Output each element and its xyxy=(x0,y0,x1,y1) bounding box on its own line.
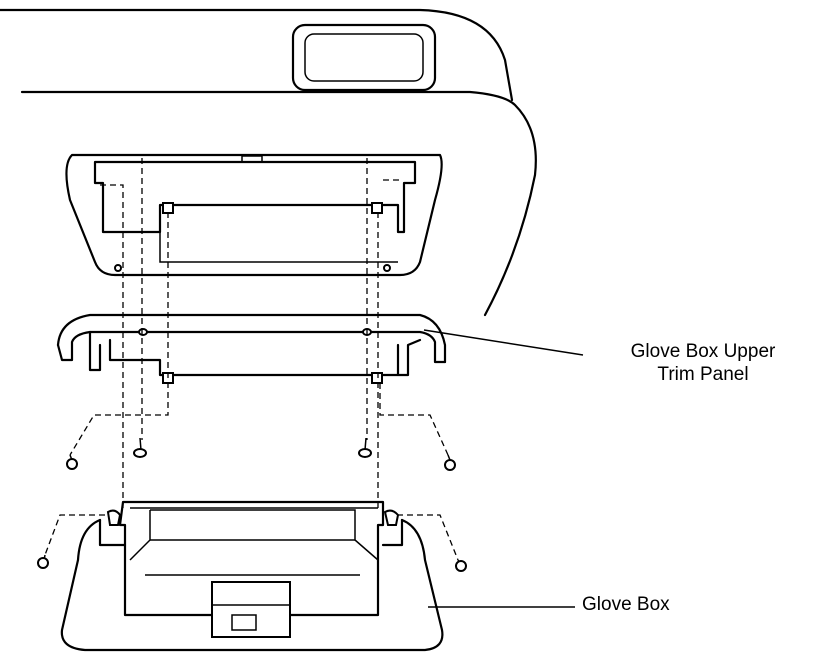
screw-icons xyxy=(37,437,467,572)
screw-icon xyxy=(358,437,372,458)
screw-icon xyxy=(37,554,49,569)
upper-trim-panel-label: Glove Box Upper Trim Panel xyxy=(608,340,798,386)
leader-lines xyxy=(423,329,584,608)
alignment-lines xyxy=(44,158,459,561)
glove-box xyxy=(60,500,444,652)
screw-icon xyxy=(133,437,147,458)
dash-opening-frame xyxy=(65,153,443,277)
upper-trim-panel-label-line1: Glove Box Upper xyxy=(630,341,776,362)
screw-icon xyxy=(66,454,78,470)
screw-icon xyxy=(455,559,467,572)
upper-trim-panel-label-line2: Trim Panel xyxy=(657,364,749,385)
glove-box-label: Glove Box xyxy=(582,594,670,615)
screw-icon xyxy=(444,454,456,471)
upper-trim-panel xyxy=(56,313,447,384)
instrument-panel-outline xyxy=(0,8,537,317)
